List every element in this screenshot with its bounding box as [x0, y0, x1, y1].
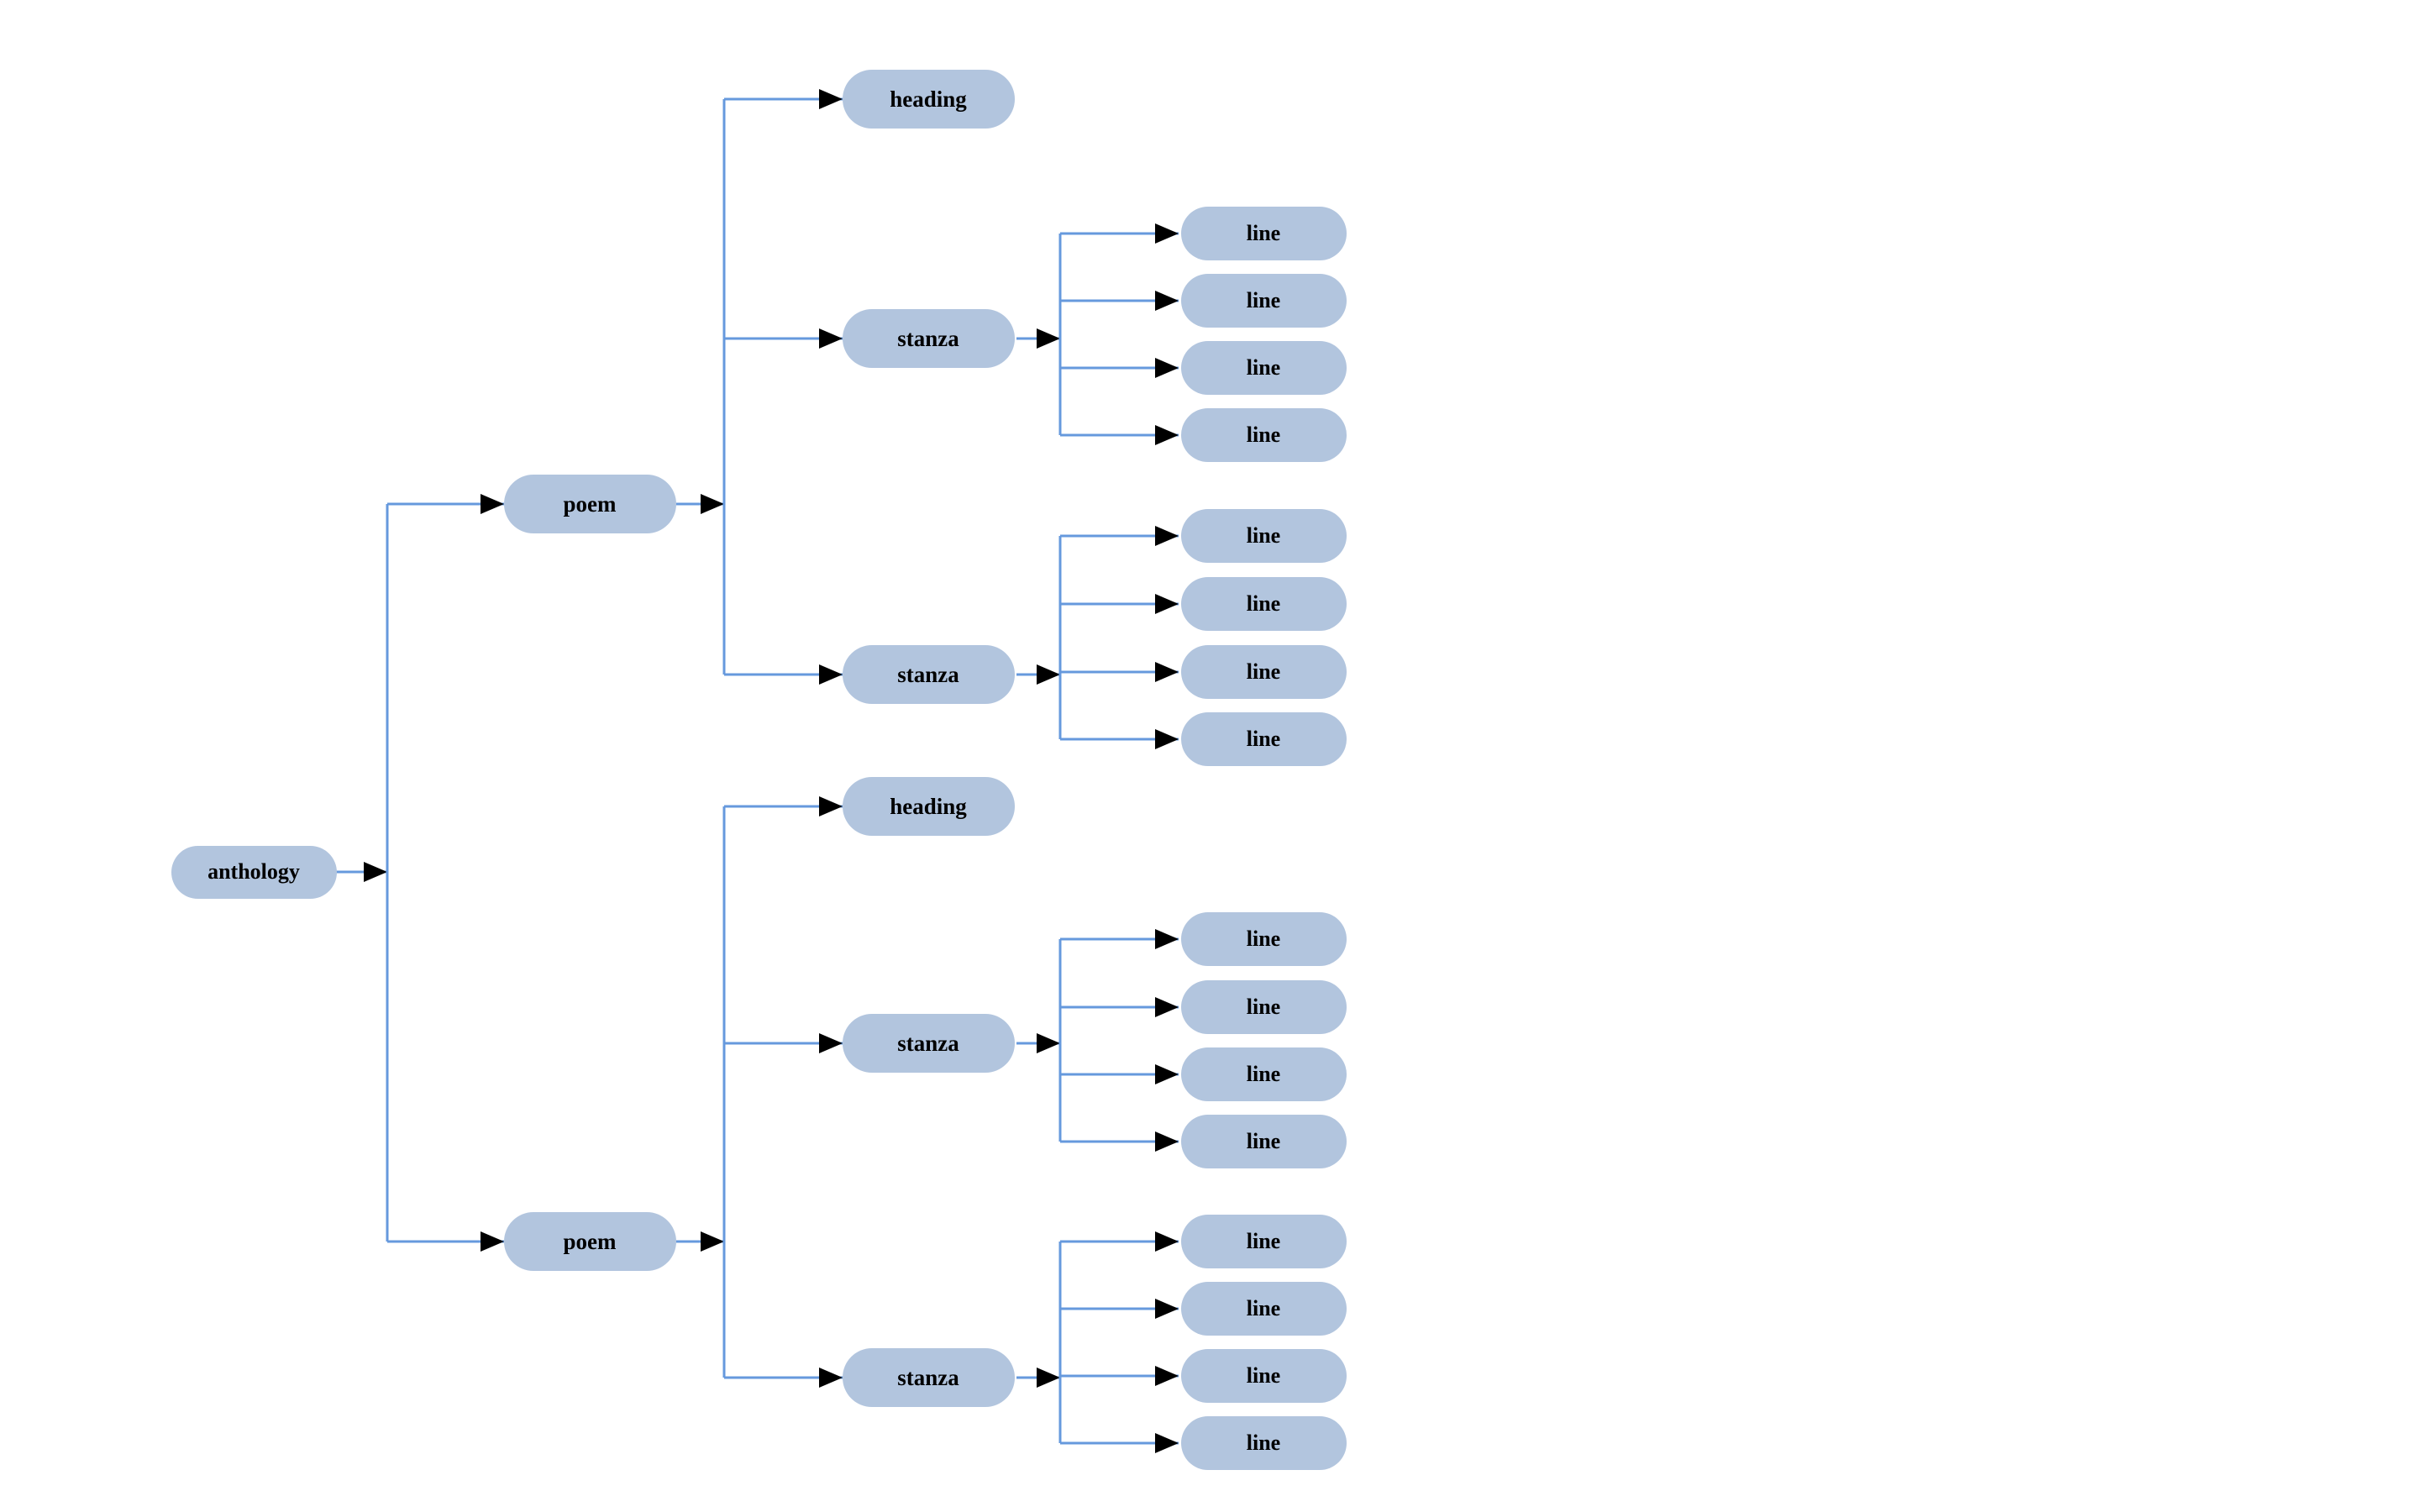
- node-poem-2-stanza-1-line-2[interactable]: line: [1180, 980, 1347, 1034]
- node-label: stanza: [897, 1364, 959, 1390]
- arrowhead-poem-2-stanza-1-to-lines-2: [1155, 1064, 1179, 1084]
- arrowhead-poem-1-to-children-0: [819, 89, 843, 109]
- arrowhead-poem-1-to-children-2: [819, 664, 843, 685]
- node-label: line: [1246, 659, 1281, 684]
- arrowhead-anthology-to-poems-0: [481, 494, 504, 514]
- arrowhead-poem-2-stanza-2-to-lines-1: [1155, 1299, 1179, 1319]
- node-label: line: [1246, 1363, 1281, 1388]
- node-poem-2-heading[interactable]: heading: [842, 777, 1015, 836]
- node-poem-1-stanza-1-line-3[interactable]: line: [1180, 341, 1347, 395]
- node-label: anthology: [207, 859, 300, 884]
- arrowhead-poem-2-stanza-2-to-lines-0: [1155, 1231, 1179, 1252]
- arrowhead-trunk-anthology-to-poems: [364, 862, 387, 882]
- arrowhead-poem-2-stanza-1-to-lines-3: [1155, 1131, 1179, 1152]
- arrowhead-trunk-poem-1-to-children: [701, 494, 724, 514]
- node-poem-2-stanza-2[interactable]: stanza: [842, 1348, 1015, 1407]
- arrowhead-trunk-poem-1-stanza-1-to-lines: [1037, 328, 1060, 349]
- arrowhead-poem-2-to-children-2: [819, 1368, 843, 1388]
- arrowhead-poem-1-stanza-1-to-lines-1: [1155, 291, 1179, 311]
- node-poem-1[interactable]: poem: [503, 475, 676, 533]
- node-label: poem: [563, 491, 617, 517]
- node-poem-1-stanza-1[interactable]: stanza: [842, 309, 1015, 368]
- node-label: stanza: [897, 1030, 959, 1056]
- arrowhead-poem-2-stanza-2-to-lines-3: [1155, 1433, 1179, 1453]
- node-label: line: [1246, 727, 1281, 751]
- arrowhead-trunk-poem-2-stanza-2-to-lines: [1037, 1368, 1060, 1388]
- node-poem-1-stanza-2-line-1[interactable]: line: [1180, 509, 1347, 563]
- arrowhead-poem-1-stanza-2-to-lines-3: [1155, 729, 1179, 749]
- arrowhead-trunk-poem-2-to-children: [701, 1231, 724, 1252]
- node-poem-2-stanza-2-line-4[interactable]: line: [1180, 1416, 1347, 1470]
- arrowhead-poem-1-stanza-1-to-lines-2: [1155, 358, 1179, 378]
- node-label: line: [1246, 523, 1281, 548]
- arrowhead-poem-1-stanza-1-to-lines-3: [1155, 425, 1179, 445]
- node-label: line: [1246, 1062, 1281, 1086]
- node-label: poem: [563, 1228, 617, 1254]
- arrowhead-poem-1-to-children-1: [819, 328, 843, 349]
- node-poem-1-stanza-2-line-4[interactable]: line: [1180, 712, 1347, 766]
- node-label: heading: [890, 86, 967, 112]
- node-label: line: [1246, 591, 1281, 616]
- node-poem-2-stanza-1[interactable]: stanza: [842, 1014, 1015, 1073]
- arrowhead-poem-2-to-children-0: [819, 796, 843, 816]
- arrowhead-poem-1-stanza-1-to-lines-0: [1155, 223, 1179, 244]
- node-label: line: [1246, 1296, 1281, 1320]
- arrowhead-poem-2-stanza-1-to-lines-0: [1155, 929, 1179, 949]
- node-poem-2[interactable]: poem: [503, 1212, 676, 1271]
- node-label: line: [1246, 221, 1281, 245]
- arrowhead-poem-1-stanza-2-to-lines-1: [1155, 594, 1179, 614]
- node-label: stanza: [897, 661, 959, 687]
- arrowhead-poem-2-to-children-1: [819, 1033, 843, 1053]
- node-poem-2-stanza-1-line-4[interactable]: line: [1180, 1115, 1347, 1168]
- arrowhead-poem-2-stanza-2-to-lines-2: [1155, 1366, 1179, 1386]
- node-poem-1-heading[interactable]: heading: [842, 70, 1015, 129]
- node-poem-2-stanza-1-line-3[interactable]: line: [1180, 1047, 1347, 1101]
- arrowhead-poem-1-stanza-2-to-lines-0: [1155, 526, 1179, 546]
- node-label: line: [1246, 995, 1281, 1019]
- arrowhead-poem-1-stanza-2-to-lines-2: [1155, 662, 1179, 682]
- node-poem-1-stanza-2-line-3[interactable]: line: [1180, 645, 1347, 699]
- node-poem-2-stanza-2-line-1[interactable]: line: [1180, 1215, 1347, 1268]
- node-poem-1-stanza-2[interactable]: stanza: [842, 645, 1015, 704]
- node-label: heading: [890, 793, 967, 819]
- node-label: line: [1246, 927, 1281, 951]
- node-poem-1-stanza-2-line-2[interactable]: line: [1180, 577, 1347, 631]
- node-label: line: [1246, 1129, 1281, 1153]
- node-poem-1-stanza-1-line-4[interactable]: line: [1180, 408, 1347, 462]
- node-poem-2-stanza-2-line-2[interactable]: line: [1180, 1282, 1347, 1336]
- node-label: line: [1246, 355, 1281, 380]
- node-poem-1-stanza-1-line-2[interactable]: line: [1180, 274, 1347, 328]
- arrowhead-anthology-to-poems-1: [481, 1231, 504, 1252]
- arrowhead-trunk-poem-1-stanza-2-to-lines: [1037, 664, 1060, 685]
- node-poem-1-stanza-1-line-1[interactable]: line: [1180, 207, 1347, 260]
- arrowhead-trunk-poem-2-stanza-1-to-lines: [1037, 1033, 1060, 1053]
- node-label: line: [1246, 1431, 1281, 1455]
- arrowhead-poem-2-stanza-1-to-lines-1: [1155, 997, 1179, 1017]
- node-poem-2-stanza-2-line-3[interactable]: line: [1180, 1349, 1347, 1403]
- node-label: stanza: [897, 325, 959, 351]
- node-label: line: [1246, 1229, 1281, 1253]
- node-poem-2-stanza-1-line-1[interactable]: line: [1180, 912, 1347, 966]
- node-label: line: [1246, 423, 1281, 447]
- node-label: line: [1246, 288, 1281, 312]
- node-anthology[interactable]: anthology: [171, 845, 337, 899]
